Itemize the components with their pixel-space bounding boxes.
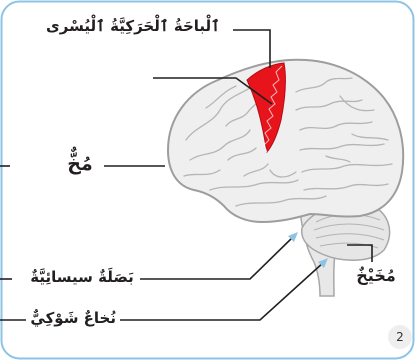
label-left-motor-area: ٱلْباحَةُ ٱلْحَرَكِيَّةُ ٱلْيُسْرى xyxy=(40,17,226,35)
label-spinal-cord: نُخاعٌ شَوْكِيٌّ xyxy=(32,309,116,327)
page-number: 2 xyxy=(388,325,412,349)
leader-spinal-cord xyxy=(120,262,324,320)
label-cerebrum: مُخٌّ xyxy=(58,153,102,175)
label-medulla: بَصَلَةٌ سيسائِيَّةٌ xyxy=(26,268,138,286)
label-cerebellum: مُخَيْخٌ xyxy=(345,266,407,285)
leader-motor-area xyxy=(233,30,270,68)
leader-medulla xyxy=(140,236,294,279)
